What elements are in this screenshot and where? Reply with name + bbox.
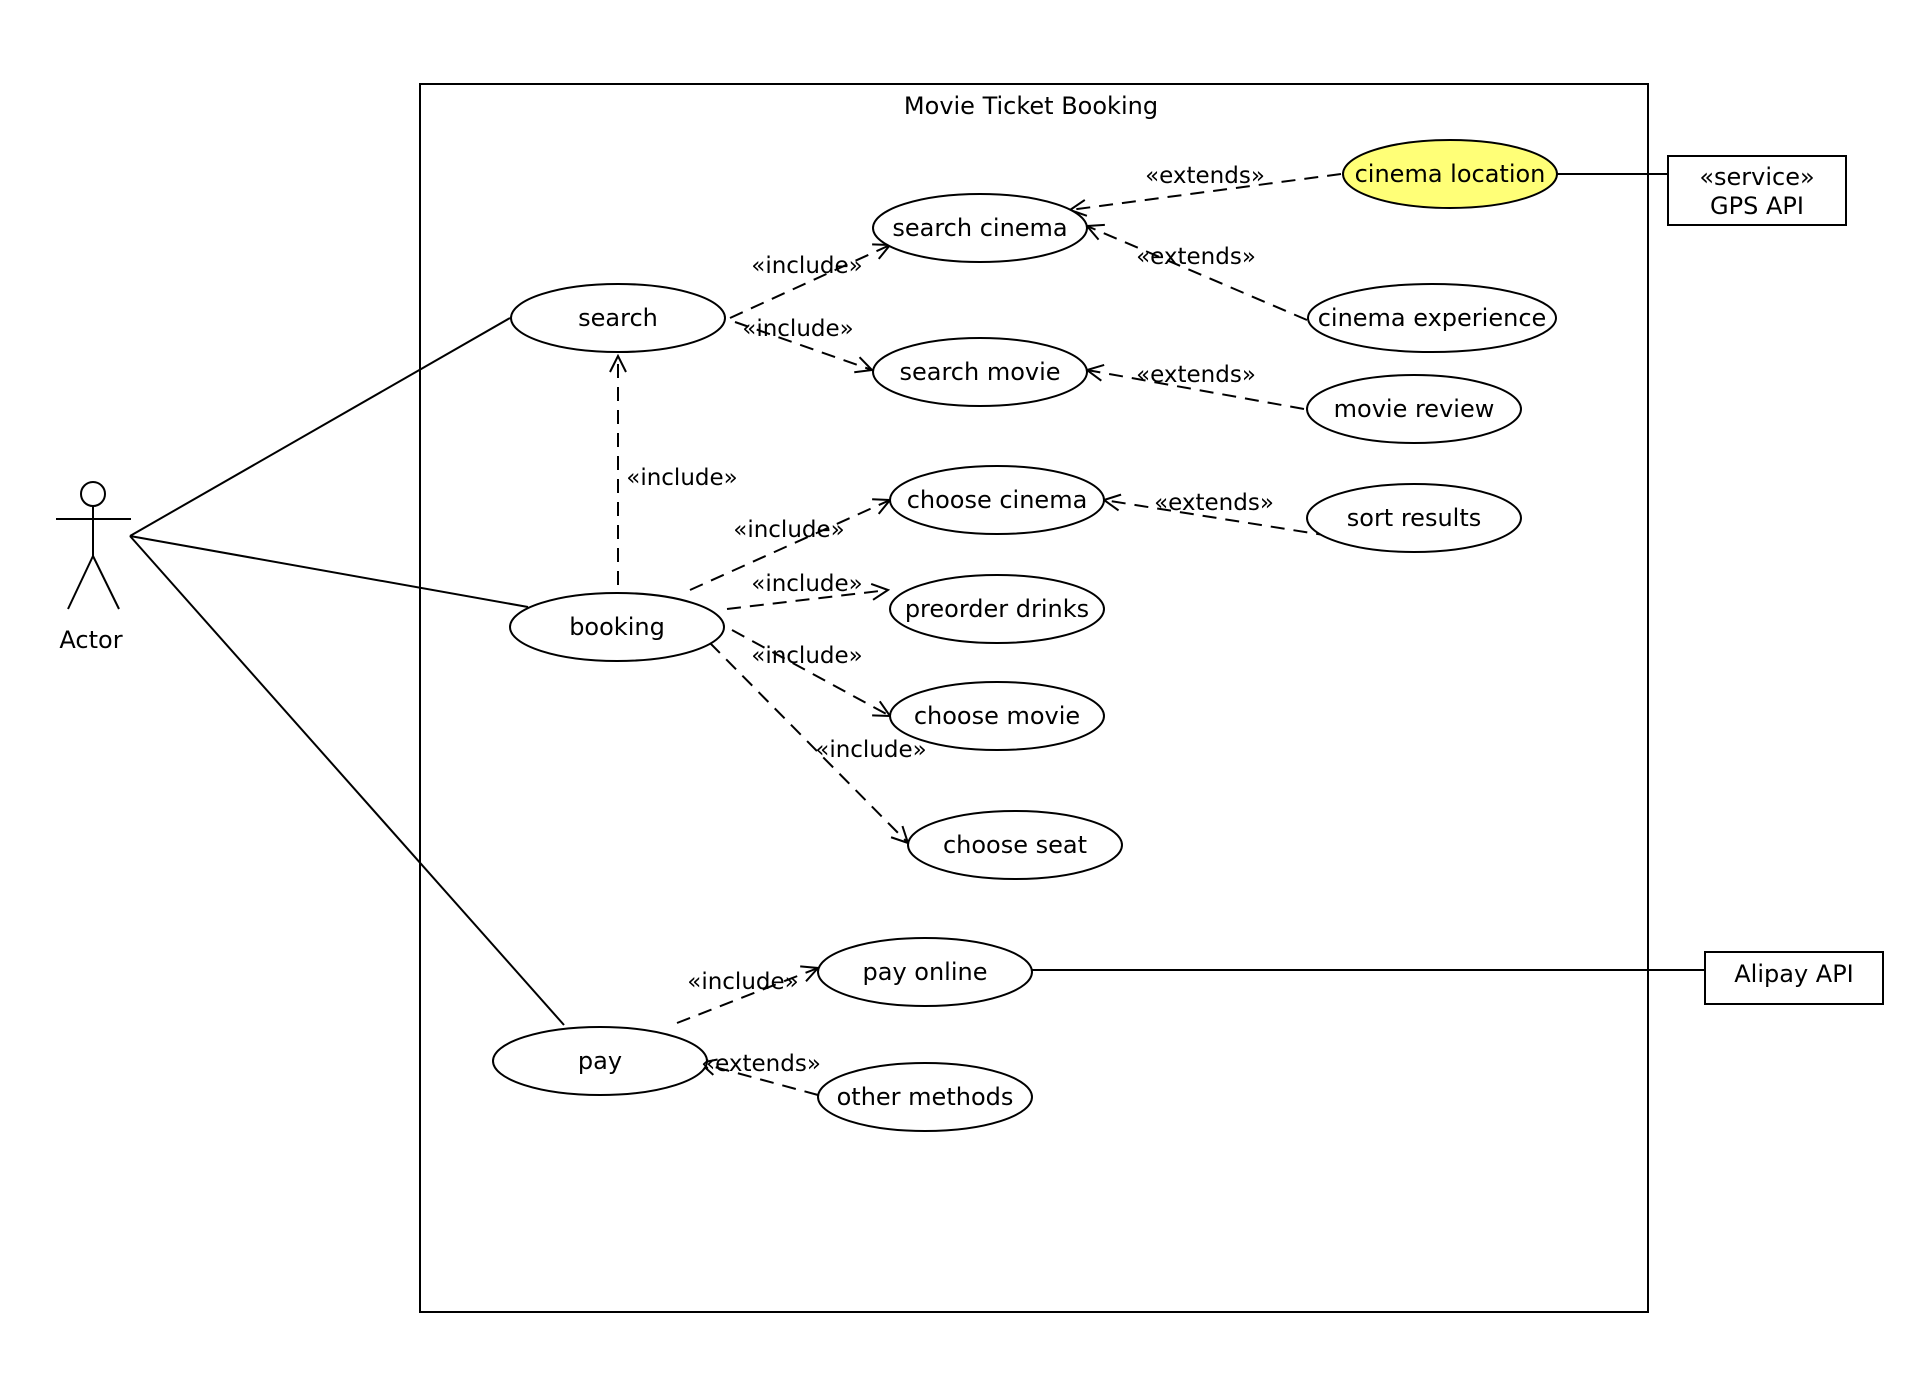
usecase-choose-movie: [889, 681, 1105, 751]
usecase-preorder-drinks-label: preorder drinks: [905, 595, 1089, 623]
extends-experience-search-cinema: [1087, 226, 1308, 321]
label-other-extends-pay: «extends»: [701, 1051, 821, 1077]
actor-figure: [56, 481, 131, 610]
include-search-search-movie: [734, 321, 872, 370]
include-search-search-cinema: [729, 245, 890, 319]
usecase-sort-results-label: sort results: [1347, 504, 1482, 532]
label-booking-include-search: «include»: [626, 465, 737, 491]
external-gps-name: GPS API: [1710, 192, 1804, 220]
usecase-cinema-experience: [1307, 283, 1557, 353]
usecase-search-movie-label: search movie: [899, 358, 1060, 386]
usecase-search-label: search: [578, 304, 658, 332]
include-booking-preorder-drinks: [726, 590, 888, 610]
label-booking-include-choose-seat: «include»: [815, 737, 926, 763]
usecase-pay: [492, 1026, 708, 1096]
include-pay-pay-online: [676, 968, 818, 1024]
usecase-movie-review-label: movie review: [1334, 395, 1495, 423]
include-booking-choose-cinema: [689, 500, 890, 591]
label-experience-extends-search-cinema: «extends»: [1136, 244, 1256, 270]
usecase-search-movie: [872, 337, 1088, 407]
usecase-search-cinema: [872, 193, 1088, 263]
usecase-cinema-location-label: cinema location: [1355, 160, 1546, 188]
usecase-pay-label: pay: [578, 1047, 622, 1075]
label-booking-include-preorder-drinks: «include»: [751, 571, 862, 597]
association-actor-search: [129, 317, 511, 537]
usecase-sort-results: [1306, 483, 1522, 553]
include-booking-choose-seat: [709, 642, 908, 843]
usecase-choose-cinema: [889, 465, 1105, 535]
usecase-pay-online-label: pay online: [863, 958, 988, 986]
usecase-choose-cinema-label: choose cinema: [907, 486, 1088, 514]
extends-other-pay: [700, 1063, 819, 1096]
usecase-search-cinema-label: search cinema: [892, 214, 1067, 242]
system-boundary: [419, 83, 1649, 1313]
external-alipay-api-box: [1704, 951, 1884, 1005]
system-title: Movie Ticket Booking: [904, 92, 1158, 120]
usecase-cinema-experience-label: cinema experience: [1318, 304, 1547, 332]
usecase-choose-seat: [907, 810, 1123, 880]
usecase-other-methods: [817, 1062, 1033, 1132]
label-search-include-search-movie: «include»: [742, 316, 853, 342]
usecase-choose-seat-label: choose seat: [943, 831, 1087, 859]
usecase-pay-online: [817, 937, 1033, 1007]
label-search-include-search-cinema: «include»: [751, 253, 862, 279]
usecase-choose-movie-label: choose movie: [914, 702, 1080, 730]
external-alipay-name: Alipay API: [1734, 960, 1854, 988]
label-location-extends-search-cinema: «extends»: [1145, 163, 1265, 189]
label-sort-extends-choose-cinema: «extends»: [1154, 490, 1274, 516]
usecase-other-methods-label: other methods: [837, 1083, 1014, 1111]
label-pay-include-pay-online: «include»: [687, 969, 798, 995]
actor-label: Actor: [59, 626, 122, 654]
extends-sort-choose-cinema: [1104, 500, 1331, 537]
usecase-booking-label: booking: [569, 613, 665, 641]
external-gps-stereotype: «service»: [1699, 163, 1814, 191]
label-booking-include-choose-movie: «include»: [751, 643, 862, 669]
usecase-cinema-location: [1342, 139, 1558, 209]
include-booking-choose-movie: [731, 629, 890, 716]
label-review-extends-search-movie: «extends»: [1136, 362, 1256, 388]
usecase-preorder-drinks: [889, 574, 1105, 644]
usecase-booking: [509, 592, 725, 662]
usecase-search: [510, 283, 726, 353]
label-booking-include-choose-cinema: «include»: [733, 517, 844, 543]
extends-review-search-movie: [1087, 370, 1305, 410]
association-actor-booking: [129, 535, 529, 608]
external-gps-api-box: [1667, 155, 1847, 226]
association-actor-pay: [129, 535, 565, 1026]
usecase-movie-review: [1306, 374, 1522, 444]
